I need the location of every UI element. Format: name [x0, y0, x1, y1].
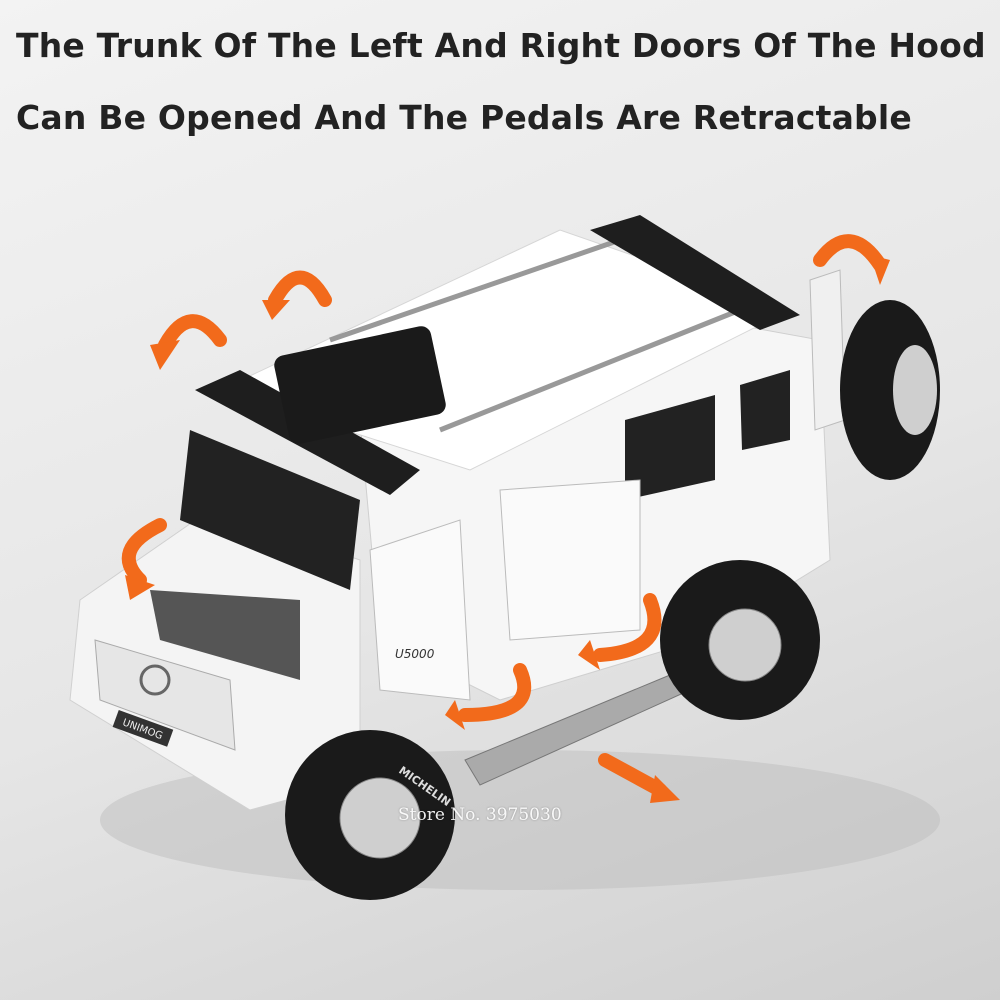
mercedes-star-logo	[139, 664, 171, 696]
headline-line-2: Can Be Opened And The Pedals Are Retract…	[16, 98, 912, 137]
arrow-icon	[158, 314, 227, 352]
trunk-door-open	[809, 269, 846, 431]
front-wheel: MICHELIN	[285, 730, 455, 900]
roof-rail	[439, 307, 741, 433]
arrow-icon	[593, 593, 662, 662]
arrow-icon	[268, 270, 332, 307]
engine-bay	[150, 590, 300, 680]
arrow-icon	[458, 663, 532, 722]
roof-rack-bar	[590, 215, 800, 330]
arrow-heads	[125, 255, 890, 803]
arrow-icon	[121, 518, 167, 587]
grille	[94, 639, 236, 751]
spare-wheel	[840, 300, 940, 480]
model-badge: U5000	[395, 647, 435, 661]
rear-door-open	[499, 479, 641, 641]
rear-wheel	[660, 560, 820, 720]
plate-background	[112, 709, 174, 747]
left-front-door-open	[369, 519, 471, 701]
rear-window	[740, 370, 790, 450]
arrow-icon	[598, 753, 667, 797]
store-watermark: Store No. 3975030	[398, 805, 562, 825]
side-window	[625, 395, 715, 500]
roof-rail	[329, 237, 621, 343]
roof-box	[274, 326, 446, 444]
windshield	[180, 430, 360, 590]
arrow-icon	[813, 234, 887, 272]
headline-line-1: The Trunk Of The Left And Right Doors Of…	[16, 26, 986, 65]
